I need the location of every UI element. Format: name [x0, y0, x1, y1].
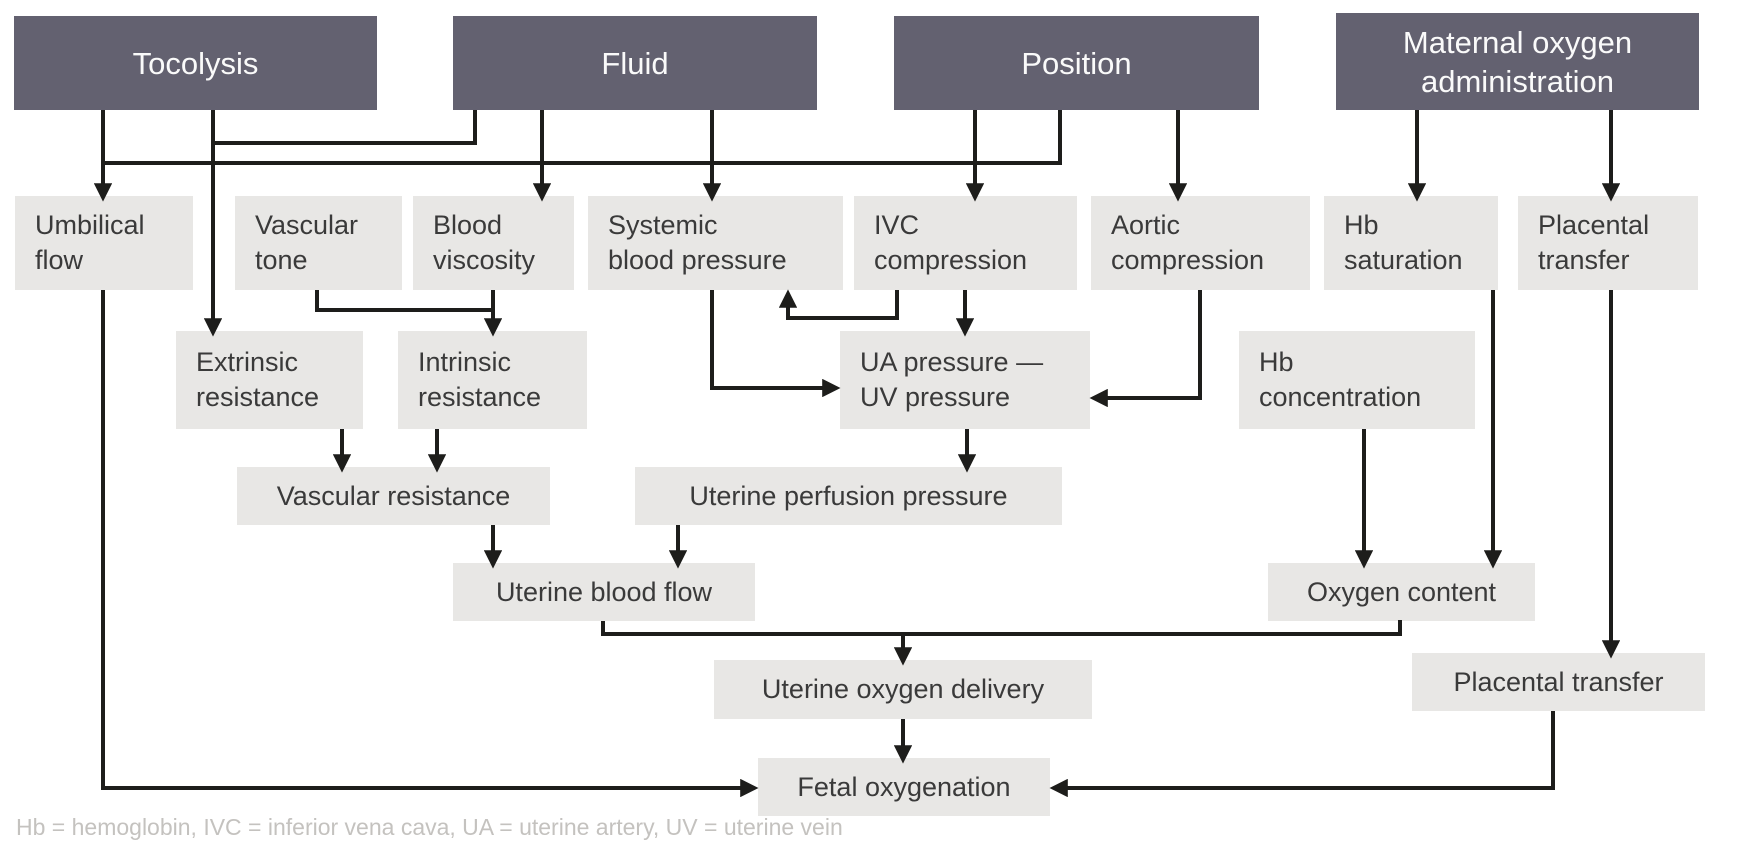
- node-placental-transfer-lower: Placental transfer: [1412, 653, 1705, 711]
- edge-vascular-tone-join: [315, 290, 493, 312]
- node-intrinsic-resistance: Intrinsic resistance: [398, 331, 587, 429]
- node-uterine-perfusion-pressure: Uterine perfusion pressure: [635, 467, 1062, 525]
- edge-placental-lower-to-fetal: [1049, 711, 1555, 798]
- node-position: Position: [894, 16, 1259, 110]
- node-umbilical-flow: Umbilical flow: [15, 196, 193, 290]
- node-extrinsic-resistance: Extrinsic resistance: [176, 331, 363, 429]
- node-blood-viscosity: Blood viscosity: [413, 196, 574, 290]
- node-placental-transfer-upper: Placental transfer: [1518, 196, 1698, 290]
- edge-aortic-to-uauv: [1089, 290, 1202, 408]
- node-ivc-compression: IVC compression: [854, 196, 1077, 290]
- abbreviation-legend: Hb = hemoglobin, IVC = inferior vena cav…: [16, 814, 843, 840]
- node-hb-saturation: Hb saturation: [1324, 196, 1498, 290]
- node-systemic-blood-pressure: Systemic blood pressure: [588, 196, 843, 290]
- node-uterine-oxygen-delivery: Uterine oxygen delivery: [714, 660, 1092, 719]
- node-tocolysis: Tocolysis: [14, 16, 377, 110]
- node-fluid: Fluid: [453, 16, 817, 110]
- edge-systemic-bp-to-uauv: [710, 290, 841, 398]
- node-hb-concentration: Hb concentration: [1239, 331, 1475, 429]
- node-uterine-blood-flow: Uterine blood flow: [453, 563, 755, 621]
- node-oxygen-content: Oxygen content: [1268, 563, 1535, 621]
- node-aortic-compression: Aortic compression: [1091, 196, 1310, 290]
- edge-position-to-umbilical-join: [103, 110, 1062, 165]
- node-vascular-tone: Vascular tone: [235, 196, 402, 290]
- node-vascular-resistance: Vascular resistance: [237, 467, 550, 525]
- node-ua-uv-pressure: UA pressure — UV pressure: [840, 331, 1090, 429]
- edge-fluid-to-extrinsic-join: [213, 110, 477, 145]
- node-maternal-oxygen-administration: Maternal oxygen administration: [1336, 13, 1699, 110]
- node-fetal-oxygenation: Fetal oxygenation: [758, 758, 1050, 816]
- edge-bloodflow-oxygencontent-join: [601, 620, 1402, 636]
- edge-ivc-to-systemic-bp: [778, 289, 899, 320]
